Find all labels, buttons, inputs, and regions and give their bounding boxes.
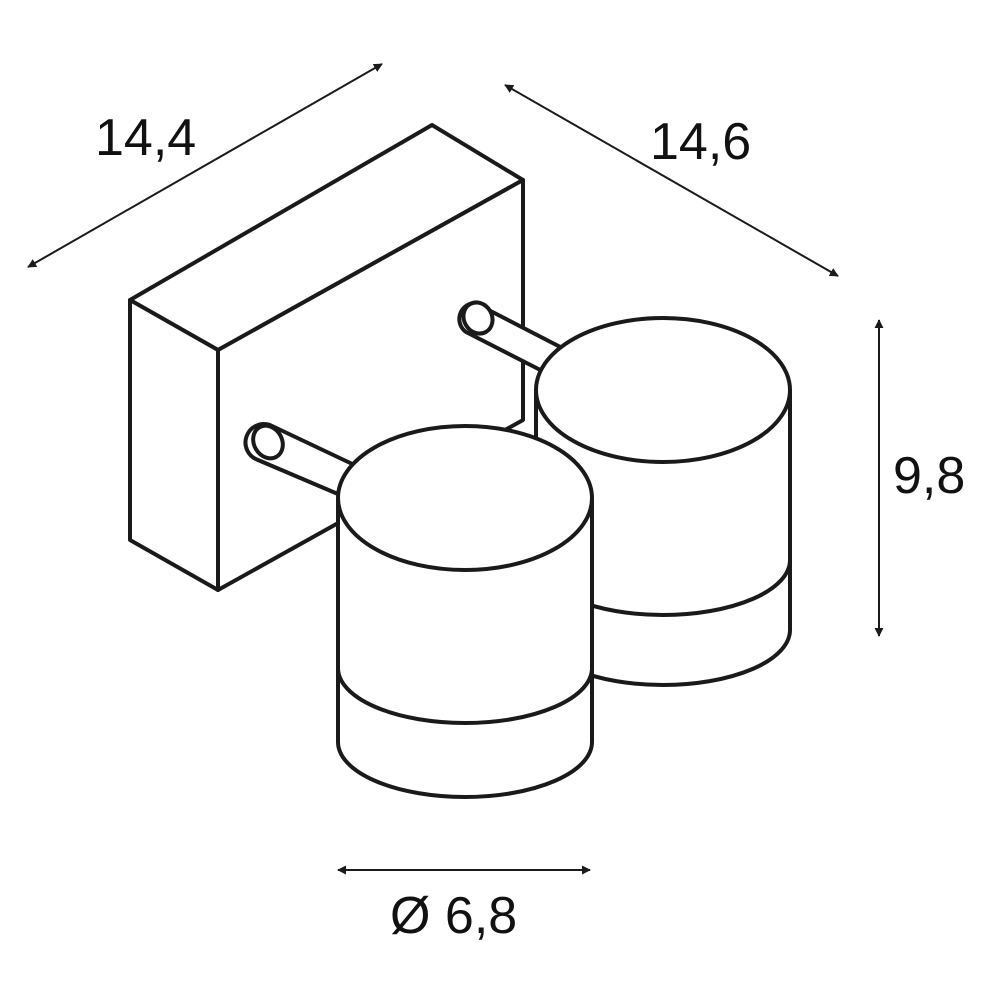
front-cylinder-top — [336, 424, 594, 572]
front-cylinder-band-line — [336, 666, 594, 725]
back-cylinder-top — [534, 316, 792, 464]
front-cylinder — [336, 424, 594, 799]
width-label: 14,4 — [95, 109, 197, 167]
depth-label: 14,6 — [650, 113, 752, 171]
depth-dimension-line — [504, 84, 839, 277]
height-label: 9,8 — [893, 447, 966, 505]
plate-side-face — [128, 298, 220, 592]
diameter-label: Ø 6,8 — [390, 887, 518, 945]
back-arm — [457, 300, 572, 380]
plate-front-face — [216, 178, 525, 592]
front-arm — [243, 422, 367, 502]
width-dimension-line — [27, 63, 383, 268]
